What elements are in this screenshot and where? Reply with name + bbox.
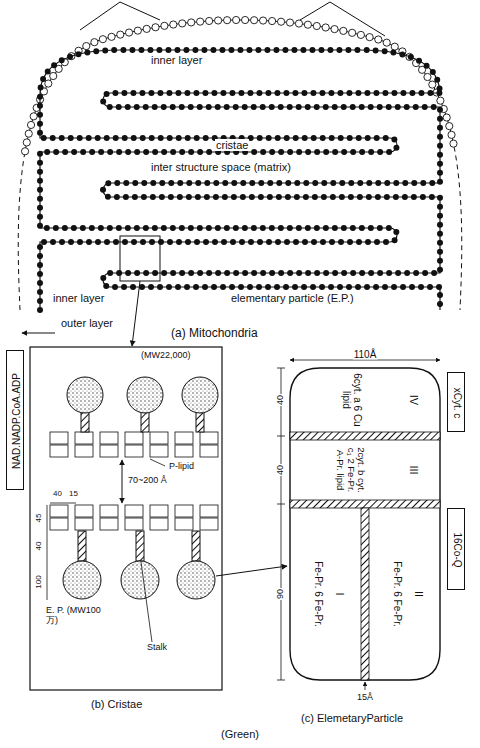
complex-region: Fe-Pr. 6 Fe-Pr. I xyxy=(290,508,361,680)
part-label: Stalk xyxy=(146,643,168,653)
dimension-line xyxy=(47,505,48,531)
complex-content: Fe-Pr. 6 Fe-Pr. xyxy=(313,519,324,669)
part-label: cristae xyxy=(215,139,249,151)
dimension-label: 15Å xyxy=(356,693,374,703)
divider-band xyxy=(361,508,369,680)
cristae-panel xyxy=(30,347,222,690)
part-label: inner layer xyxy=(150,54,203,66)
part-label: E. P. (MW100万) xyxy=(45,606,113,626)
part-label: P-lipid xyxy=(168,462,195,472)
dimension-line xyxy=(50,503,69,504)
dimension-line xyxy=(22,333,55,334)
complex-content: 6cyt. a 6 Cu lipid xyxy=(341,372,363,428)
leader-line xyxy=(80,2,120,30)
complex-region: Fe-Pr. 6 Fe-Pr. II xyxy=(369,508,440,680)
dimension-label: 15 xyxy=(68,490,79,499)
carrier-label: 16Co-Q xyxy=(452,532,463,567)
leader-line xyxy=(330,2,385,36)
complex-number: III xyxy=(408,465,420,474)
elementary-particles xyxy=(40,50,440,310)
panel-caption: (Green) xyxy=(220,728,260,740)
inset-pointer xyxy=(132,281,140,346)
dimension-line xyxy=(281,368,282,680)
dimension-line xyxy=(47,531,48,600)
complex-region: 2cyt. b cyt. c₁ 2 Fe-Pr. A-Pr. lipid III xyxy=(290,440,440,500)
divider-band xyxy=(290,432,440,440)
outer-membrane xyxy=(18,20,462,310)
inset-pointer xyxy=(216,566,287,576)
leader-line xyxy=(150,459,165,466)
leader-line xyxy=(120,2,160,20)
panel-caption: (b) Cristae xyxy=(90,698,143,710)
leader-line xyxy=(300,2,330,20)
part-label: inner layer xyxy=(52,292,105,304)
dimension-ticks xyxy=(277,368,285,680)
complex-content: Fe-Pr. 6 Fe-Pr. xyxy=(392,519,403,669)
leader-line xyxy=(141,562,152,642)
dimension-label: 90 xyxy=(276,588,286,600)
part-label: elementary particle (E.P.) xyxy=(230,292,355,304)
inset-frame xyxy=(120,236,160,281)
dimension-line xyxy=(290,360,440,361)
complex-content: 2cyt. b cyt. c₁ 2 Fe-Pr. A-Pr. lipid xyxy=(334,443,365,497)
particle-outline xyxy=(290,368,440,680)
dimension-label: 110Å xyxy=(353,349,378,360)
dimension-label: 45 xyxy=(35,513,44,524)
dimension-label: 40 xyxy=(35,541,44,552)
dimension-label: 40 xyxy=(276,464,286,476)
lipid-bilayer xyxy=(50,432,218,530)
complex-number: IV xyxy=(408,395,420,405)
label-box: NAD.NADP.CoA.ADP xyxy=(6,350,24,490)
complex-region: 6cyt. a 6 Cu lipid IV xyxy=(290,368,440,432)
part-label: outer layer xyxy=(60,317,114,329)
lower-particles xyxy=(63,531,215,599)
panel-caption: (c) ElemetaryParticle xyxy=(300,712,404,724)
molecular-weight: (MW22,000) xyxy=(140,351,192,361)
cofactor-label: NAD.NADP.CoA.ADP xyxy=(11,373,22,469)
dimension-line xyxy=(69,503,76,504)
panel-caption: (a) Mitochondria xyxy=(170,327,259,340)
dimension-label: 40 xyxy=(276,394,286,406)
label-box: xCyt. c xyxy=(447,372,465,432)
outer-particles xyxy=(21,16,457,154)
upper-particles xyxy=(67,377,218,432)
divider-band xyxy=(290,500,440,508)
complex-number: I xyxy=(334,592,346,595)
inner-membrane xyxy=(40,50,440,310)
dimension-label: 100 xyxy=(35,574,44,589)
dimension-label: 40 xyxy=(52,490,63,499)
carrier-label: xCyt. c xyxy=(452,388,463,419)
dimension-line xyxy=(365,682,366,690)
dimension-label: 70~200 Å xyxy=(127,476,168,486)
label-box: 16Co-Q xyxy=(447,508,465,590)
part-label: inter structure space (matrix) xyxy=(150,161,292,173)
dimension-line xyxy=(122,460,123,503)
complex-number: II xyxy=(413,591,425,597)
